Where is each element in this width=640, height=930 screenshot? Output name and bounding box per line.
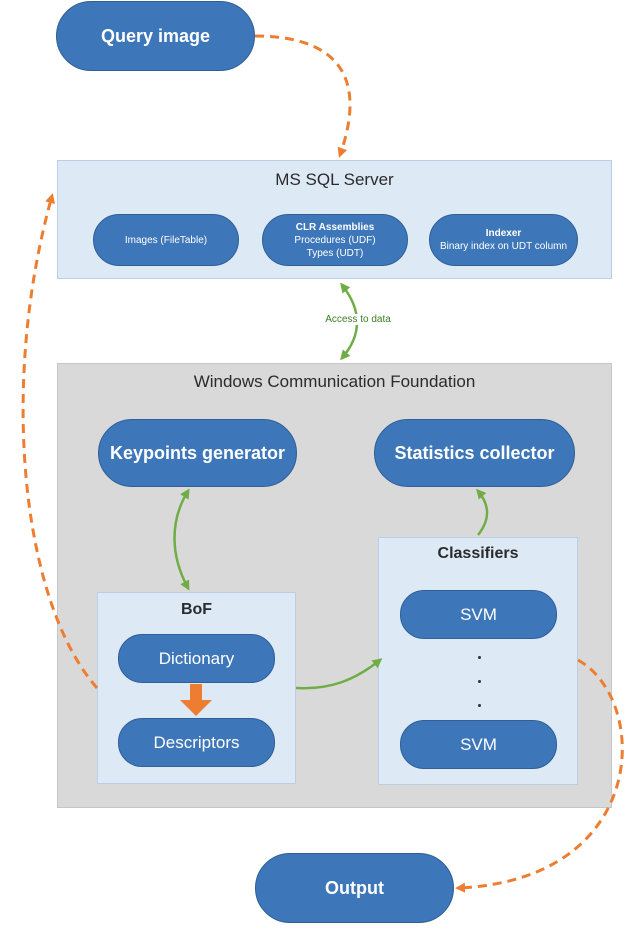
keypoints-generator-label: Keypoints generator (109, 442, 286, 463)
output-node[interactable]: Output (255, 853, 454, 923)
query-image-label: Query image (100, 25, 211, 46)
wcf-title: Windows Communication Foundation (193, 372, 476, 391)
clr-assemblies-title: CLR Assemblies (295, 221, 375, 233)
statistics-collector-label: Statistics collector (394, 442, 555, 463)
edge-svm-to-output (455, 658, 624, 893)
svm-bottom-label: SVM (460, 734, 497, 754)
query-image-node[interactable]: Query image (56, 1, 255, 71)
output-label: Output (325, 877, 384, 898)
ellipsis-dot (478, 680, 481, 683)
indexer-title: Indexer (485, 228, 522, 239)
images-filetable-label: Images (FileTable) (124, 234, 208, 246)
svm-node-bottom[interactable]: SVM (400, 720, 557, 769)
clr-types-label: Types (UDT) (306, 247, 364, 259)
bof-title: BoF (180, 601, 213, 618)
edge-classifiers-stats (476, 488, 489, 536)
ellipsis-dot (478, 656, 481, 659)
edge-bof-to-sql (21, 193, 99, 689)
ellipsis-dot (478, 704, 481, 707)
images-filetable-node[interactable]: Images (FileTable) (93, 214, 239, 266)
access-to-data-label: Access to data (318, 314, 398, 325)
statistics-collector-node[interactable]: Statistics collector (374, 419, 575, 487)
edge-query-to-sql (254, 34, 352, 158)
indexer-binary-index-label: Binary index on UDT column (439, 241, 568, 252)
edge-keypoints-bof (173, 488, 190, 591)
keypoints-generator-node[interactable]: Keypoints generator (98, 419, 297, 487)
indexer-node[interactable]: Indexer Binary index on UDT column (429, 214, 578, 266)
dictionary-node[interactable]: Dictionary (118, 634, 275, 683)
descriptors-node[interactable]: Descriptors (118, 718, 275, 767)
clr-procedures-label: Procedures (UDF) (294, 234, 376, 246)
classifiers-title: Classifiers (437, 545, 519, 562)
sql-server-title: MS SQL Server (275, 170, 394, 189)
edge-bof-classifiers (295, 658, 383, 690)
dictionary-label: Dictionary (158, 648, 235, 668)
svm-node-top[interactable]: SVM (400, 590, 557, 639)
svm-top-label: SVM (460, 604, 497, 624)
descriptors-label: Descriptors (153, 732, 240, 752)
down-arrow-icon (180, 684, 212, 716)
clr-assemblies-node[interactable]: CLR Assemblies Procedures (UDF) Types (U… (262, 214, 408, 266)
